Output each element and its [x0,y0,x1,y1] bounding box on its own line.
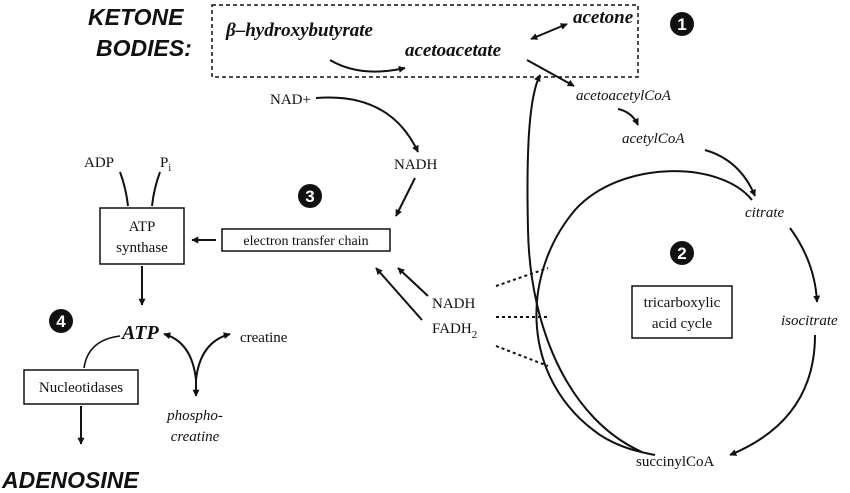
atp-creatine-exchange-arrow [163,332,231,381]
badge-3 [298,184,322,208]
acetoacetate-label: acetoacetate [405,40,502,61]
beta-hydroxybutyrate-label: β–hydroxybutyrate [225,20,374,41]
phosphocreatine-label-2: creatine [171,429,220,445]
atp-synthase-box [99,207,185,265]
acetoacetylcoa-label: acetoacetylCoA [576,88,672,104]
electron-transfer-chain-label: electron transfer chain [243,234,368,249]
phosphocreatine-label-1: phospho- [166,408,223,424]
acetylcoa-label: acetylCoA [622,131,685,147]
adp-line [119,171,129,207]
acetylcoa-to-citrate-arrow [704,149,756,197]
badge-4-number: 4 [56,312,66,331]
acetone-label: acetone [573,7,634,28]
electron-transfer-chain-box [221,228,391,252]
fadh2-label: FADH2 [432,321,477,341]
citrate-to-isocitrate-arrow [789,227,821,303]
tca-cycle-arc [535,170,753,456]
acetoacetate-to-acetoacetylcoa-arrow [526,59,575,87]
nadh-top-label: NADH [394,157,437,173]
badge-2-number: 2 [677,244,686,263]
atp-label: ATP [120,322,159,344]
badge-1 [670,12,694,36]
nad-plus-label: NAD+ [270,92,311,108]
isocitrate-label: isocitrate [781,313,838,329]
succinylcoa-to-acetoacetylcoa-arrow [526,74,643,453]
adp-label: ADP [84,155,114,171]
isocitrate-to-succinylcoa-arrow [729,334,816,456]
nucleotidases-box [23,369,139,405]
nadh-mid-label: NADH [432,296,475,312]
heading-ketone: KETONE [88,4,184,30]
pi-label: Pi [160,155,171,174]
atp-to-nucleotidases-line [83,335,121,369]
fadh2-to-etc-arrow [375,267,423,321]
adenosine-label: ADENOSINE [1,467,139,493]
acetoacetate-acetone-double-arrow [530,23,568,40]
badge-4 [49,309,73,333]
acetoacetylcoa-to-acetylcoa-arrow [617,108,639,126]
ketone-bodies-dashed-box [211,4,639,78]
heading-bodies: BODIES: [96,35,192,61]
nadh-to-etc-arrow-2 [397,267,429,297]
tca-label-2: acid cycle [652,316,713,332]
nad-to-nadh-arrow [315,96,419,153]
atp-synthase-label-1: ATP [129,219,156,235]
succinylcoa-label: succinylCoA [636,454,714,470]
pi-line [151,171,161,207]
badge-2 [670,241,694,265]
citrate-label: citrate [745,205,784,221]
nadh-to-etc-arrow [395,177,416,217]
hydroxybutyrate-to-acetoacetate-arrow [329,59,406,73]
nucleotidases-label: Nucleotidases [39,380,123,396]
creatine-label: creatine [240,330,288,346]
tca-label-1: tricarboxylic [644,295,721,311]
badge-1-number: 1 [677,15,686,34]
atp-synthase-label-2: synthase [116,240,168,256]
tca-cycle-box [631,285,733,339]
badge-3-number: 3 [305,187,314,206]
